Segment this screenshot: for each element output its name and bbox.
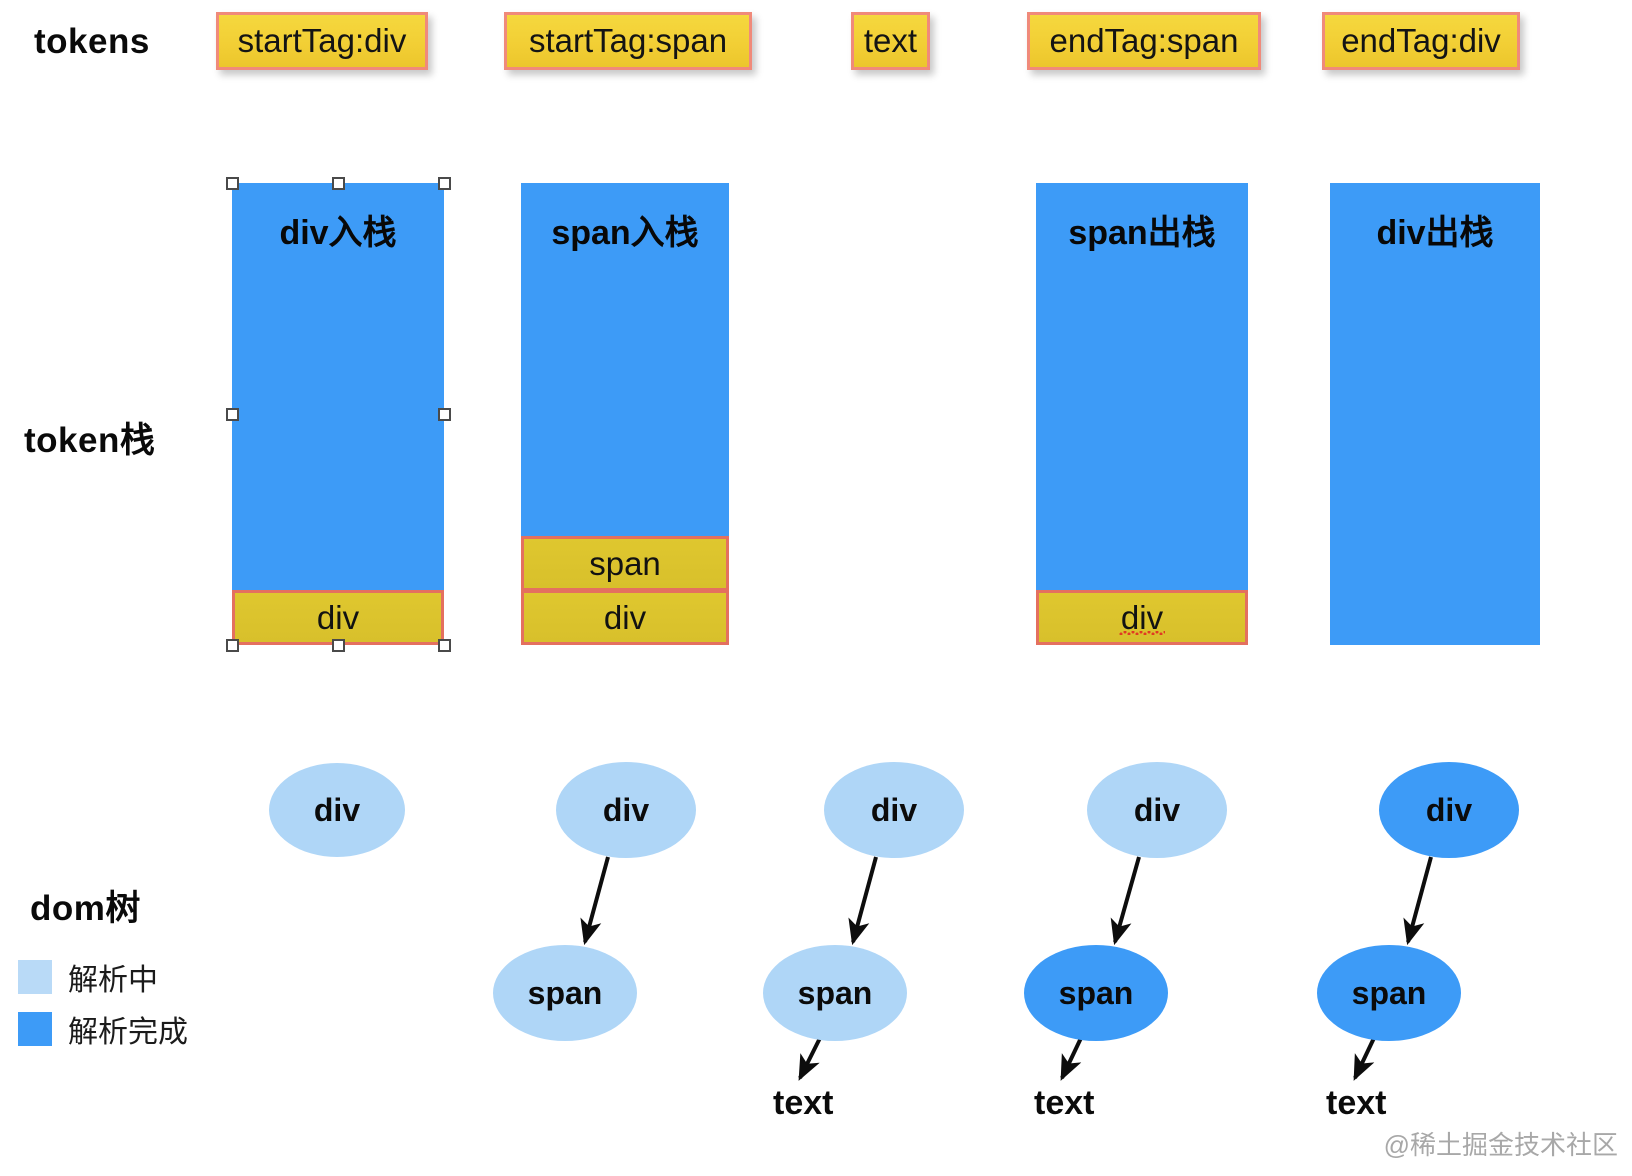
dom-edge-arrow [1353,1037,1376,1081]
dom-text-node: text [1034,1084,1095,1122]
legend-row: 解析中 [18,955,158,999]
row-label-tokens: tokens [34,22,150,61]
token-stack-item: div [232,590,444,645]
legend-swatch [18,960,52,994]
token-chip: startTag:div [216,12,428,70]
token-stack-title: div入栈 [279,214,397,252]
watermark: @稀土掘金技术社区 [1383,1130,1618,1160]
selection-handle[interactable] [331,176,345,190]
legend-swatch [18,1012,52,1046]
dom-node: div [824,762,964,858]
selection-handle[interactable] [225,407,239,421]
legend-label: 解析中 [68,964,158,997]
token-stack-title: span出栈 [1068,214,1216,252]
token-chip: text [851,12,930,70]
selection-handle[interactable] [437,638,451,652]
token-stack: div入栈 div [232,183,444,645]
token-stack-item-label: div [316,598,360,636]
token-stack-title: div出栈 [1376,214,1494,252]
dom-text-node: text [773,1084,834,1122]
dom-edge-arrow [580,856,610,946]
dom-node: span [763,945,907,1041]
token-stack-item: span [521,536,729,591]
dom-node: div [269,763,405,857]
selection-handle[interactable] [225,176,239,190]
dom-node: div [1087,762,1227,858]
dom-node: span [493,945,637,1041]
token-chip: startTag:span [504,12,752,70]
token-chip: endTag:span [1027,12,1261,70]
selection-handle[interactable] [437,407,451,421]
dom-text-node: text [1326,1084,1387,1122]
token-stack: span入栈 span div [521,183,729,645]
token-stack: div出栈 [1330,183,1540,645]
selection-handle[interactable] [437,176,451,190]
dom-edge-arrow [1110,856,1141,946]
row-label-token-stack: token栈 [24,421,156,460]
dom-edge-arrow [1403,856,1433,946]
legend-row: 解析完成 [18,1007,188,1051]
token-stack-item: div [1036,590,1248,645]
token-stack-item-label: span [589,544,661,582]
token-stack-item: div [521,590,729,645]
dom-node: span [1317,945,1461,1041]
selection-handle[interactable] [225,638,239,652]
dom-node: div [556,762,696,858]
dom-edge-arrow [1060,1037,1083,1081]
dom-edge-arrow [848,856,878,946]
row-label-dom-tree: dom树 [30,889,141,928]
token-stack-item-label: div [603,598,647,636]
token-stack: span出栈 div [1036,183,1248,645]
legend-label: 解析完成 [68,1016,188,1049]
token-stack-item-label: div [1118,598,1166,636]
dom-edge-arrow [798,1037,822,1081]
dom-node: span [1024,945,1168,1041]
token-chip: endTag:div [1322,12,1520,70]
selection-handle[interactable] [331,638,345,652]
token-stack-title: span入栈 [551,214,699,252]
dom-node: div [1379,762,1519,858]
